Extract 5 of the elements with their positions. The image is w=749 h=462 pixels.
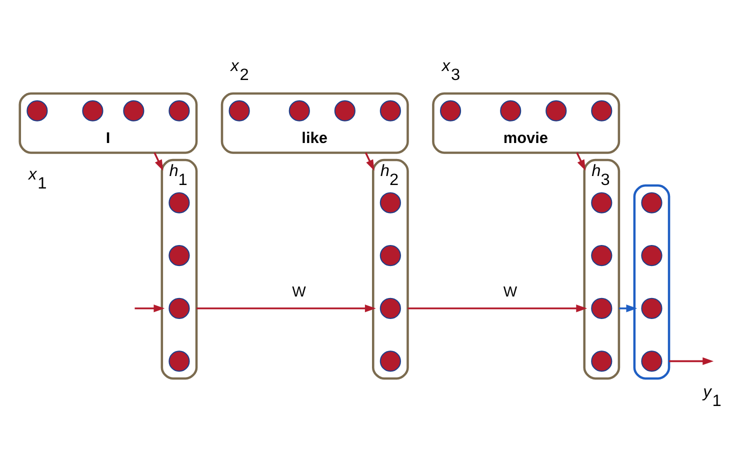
edge-label: W bbox=[292, 284, 306, 300]
node-label: like bbox=[302, 130, 328, 148]
edge-label: W bbox=[503, 284, 518, 300]
node-label: movie bbox=[503, 130, 548, 148]
node-label: I bbox=[106, 130, 110, 148]
